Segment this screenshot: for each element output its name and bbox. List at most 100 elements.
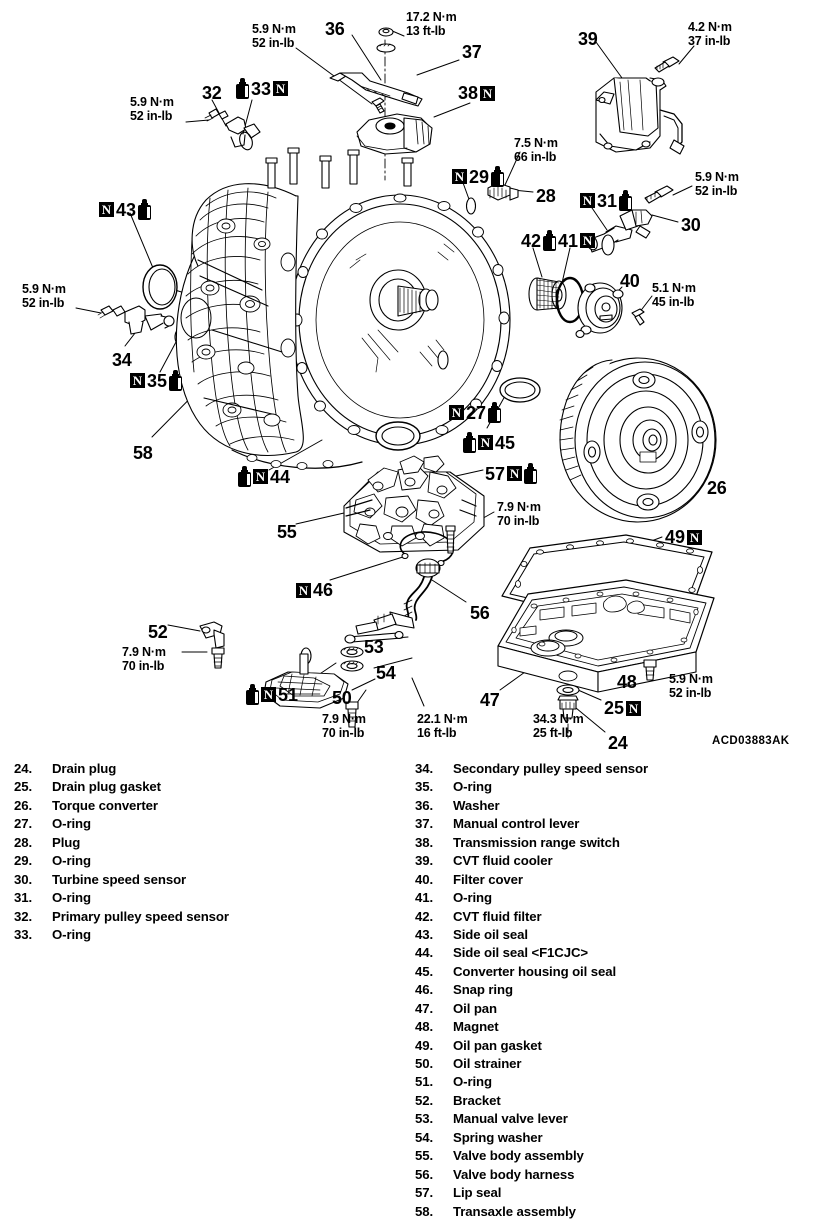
part-number-label: 28 (536, 186, 556, 206)
torque-metric: 5.9 N·m (130, 95, 174, 109)
legend-number: 36. (415, 797, 434, 813)
part-number-label: 52 (148, 622, 168, 642)
exploded-diagram (75, 27, 717, 741)
legend-row: 37. Manual control lever (415, 815, 821, 833)
part-number-label: 34 (112, 350, 132, 370)
lubricant-bottle-icon (238, 466, 251, 487)
legend-number: 37. (415, 816, 434, 832)
lubricant-bottle-icon (169, 370, 183, 391)
legend-number: 25. (14, 779, 33, 795)
part-number-label: 49 (665, 527, 686, 547)
torque-metric: 7.9 N·m (322, 712, 366, 726)
legend-row: 48. Magnet (415, 1018, 821, 1036)
part-48-magnet (530, 629, 584, 657)
torque-metric: 4.2 N·m (688, 20, 732, 34)
legend-number: 41. (415, 890, 434, 906)
part-number-label: 26 (707, 478, 727, 498)
legend-number: 52. (415, 1092, 434, 1108)
legend-part-name: Manual control lever (453, 816, 580, 832)
legend-number: 26. (14, 797, 33, 813)
legend-number: 53. (415, 1111, 434, 1127)
legend-number: 46. (415, 982, 434, 998)
bolt-oil-pan (643, 659, 657, 681)
part-46-snap-ring (399, 531, 455, 567)
torque-imperial: 25 ft-lb (533, 726, 573, 741)
legend-part-name: Transaxle assembly (453, 1203, 576, 1219)
part-number-label: 36 (325, 19, 345, 39)
part-number-label: 31 (597, 190, 618, 211)
non-reusable-part-icon: N (478, 435, 493, 450)
part-44-side-oil-seal (375, 421, 421, 451)
part-number-label: 33 (251, 78, 272, 99)
torque-imperial: 52 in-lb (22, 296, 65, 311)
legend-number: 43. (415, 926, 434, 942)
part-number-label: 46 (313, 580, 334, 600)
lubricant-bottle-icon (246, 684, 259, 705)
legend-part-name: Drain plug (52, 761, 117, 776)
torque-imperial: 52 in-lb (669, 686, 712, 701)
legend-row: 33.O-ring (14, 926, 414, 944)
torque-metric: 7.9 N·m (497, 500, 541, 514)
legend-number: 48. (415, 1019, 434, 1035)
part-number-label: 53 (364, 637, 384, 657)
torque-imperial: 45 in-lb (652, 295, 695, 310)
part-number-label: 35 (147, 370, 168, 391)
part-number-label: 54 (376, 663, 396, 683)
non-reusable-part-icon: N (580, 233, 596, 248)
legend-row: 26.Torque converter (14, 797, 414, 815)
legend-part-name: Washer (453, 797, 500, 813)
legend-number: 57. (415, 1185, 434, 1201)
legend-number: 34. (415, 761, 434, 776)
legend-row: 38.Transmission range switch (415, 834, 821, 852)
legend-row: 28.Plug (14, 834, 414, 852)
part-number-label: 42 (521, 230, 542, 251)
part-53-manual-valve-lever (344, 630, 404, 644)
legend-number: 58. (415, 1203, 434, 1219)
non-reusable-part-icon: N (480, 85, 496, 101)
legend-part-name: Plug (52, 834, 81, 850)
legend-number: 27. (14, 816, 33, 832)
torque-metric: 34.3 N·m (533, 712, 584, 726)
non-reusable-part-icon: N (273, 81, 289, 96)
non-reusable-part-icon: N (452, 169, 467, 184)
part-34-secondary-pulley-speed-sensor (97, 305, 175, 335)
non-reusable-part-icon: N (580, 193, 595, 208)
non-reusable-part-icon: N (253, 469, 268, 484)
bolt-30 (644, 185, 674, 204)
legend-row: 29.O-ring (14, 852, 414, 870)
legend-number: 45. (415, 963, 434, 979)
part-43-side-oil-seal (142, 264, 178, 310)
bolt-valve-body (445, 525, 456, 554)
part-number-label: 25 (604, 698, 625, 718)
part-31-o-ring (601, 234, 615, 256)
legend-row: 40.Filter cover (415, 871, 821, 889)
legend-part-name: O-ring (52, 853, 91, 869)
bolt-52 (211, 647, 225, 669)
torque-metric: 5.1 N·m (652, 281, 696, 295)
legend-part-name: CVT fluid filter (453, 908, 542, 924)
legend-number: 40. (415, 871, 434, 887)
non-reusable-part-icon: N (626, 700, 642, 716)
legend-part-name: O-ring (52, 816, 91, 832)
part-52-bracket (199, 621, 225, 649)
legend-row: 44.Side oil seal <F1CJC> (415, 944, 821, 962)
torque-metric: 5.9 N·m (252, 22, 296, 36)
part-39-cvt-fluid-cooler (595, 77, 685, 155)
torque-metric: 22.1 N·m (417, 712, 468, 726)
legend-row: 56.Valve body harness (415, 1166, 821, 1184)
part-28-plug (487, 182, 519, 201)
torque-imperial: 52 in-lb (695, 184, 738, 199)
legend-row: 41.O-ring (415, 889, 821, 907)
legend-part-name: Valve body assembly (453, 1148, 584, 1164)
legend-part-name: Magnet (453, 1019, 499, 1035)
legend-row: 31.O-ring (14, 889, 414, 907)
part-number-label: 29 (469, 166, 490, 187)
lubricant-bottle-icon (524, 463, 538, 484)
